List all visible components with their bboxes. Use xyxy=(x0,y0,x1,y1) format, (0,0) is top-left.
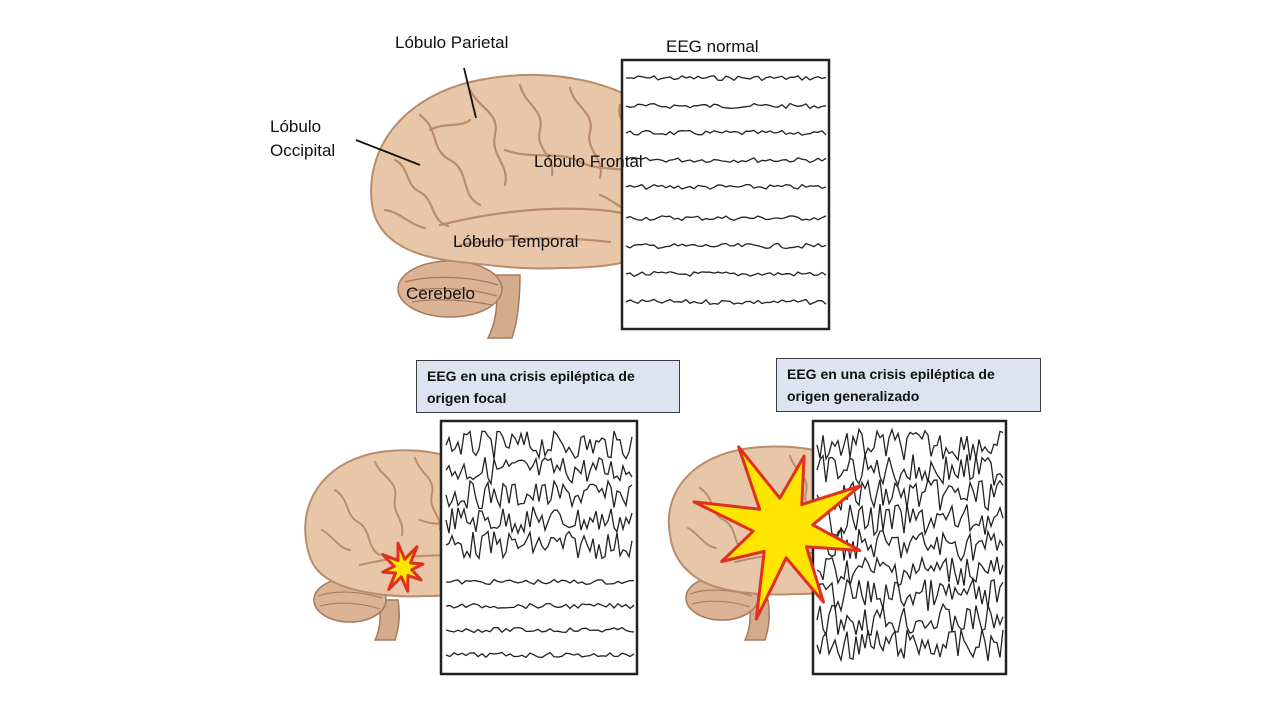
eeg-normal-trace xyxy=(625,102,827,110)
eeg-normal-trace xyxy=(625,156,827,164)
eeg-focal-trace-normal xyxy=(445,578,634,585)
label-parietal-lobe: Lóbulo Parietal xyxy=(395,33,509,52)
eeg-normal-trace xyxy=(625,270,827,278)
generalized-caption-line1: EEG en una crisis epiléptica de xyxy=(787,366,995,382)
eeg-focal-trace-normal xyxy=(445,626,635,634)
generalized-caption-box: EEG en una crisis epiléptica de origen g… xyxy=(776,358,1041,412)
occipital-pointer xyxy=(355,139,421,166)
eeg-generalized-trace xyxy=(816,453,1004,487)
eeg-generalized-trace xyxy=(816,629,1004,663)
eeg-focal-trace-normal xyxy=(445,602,635,610)
seizure-star-shape xyxy=(381,541,425,593)
eeg-normal-title: EEG normal xyxy=(666,37,759,56)
eeg-focal-trace-spike xyxy=(445,506,633,536)
eeg-normal-panel xyxy=(620,58,831,331)
seizure-star-shape xyxy=(692,445,862,621)
eeg-focal-trace-normal xyxy=(445,651,635,659)
eeg-normal-trace xyxy=(626,75,827,82)
eeg-generalized-trace xyxy=(816,602,1004,638)
focal-seizure-star-icon xyxy=(381,541,425,593)
generalized-seizure-star-icon xyxy=(692,445,862,621)
focal-caption-line1: EEG en una crisis epiléptica de xyxy=(427,368,635,384)
eeg-focal-panel xyxy=(439,419,639,676)
parietal-pointer xyxy=(463,67,477,119)
eeg-normal-traces xyxy=(625,75,827,306)
eeg-normal-trace xyxy=(625,129,827,136)
eeg-normal-trace xyxy=(625,183,827,191)
focal-caption-box: EEG en una crisis epiléptica de origen f… xyxy=(416,360,680,413)
eeg-generalized-trace xyxy=(816,503,1004,537)
generalized-caption-line2: origen generalizado xyxy=(787,388,920,404)
eeg-normal-trace xyxy=(625,215,827,222)
eeg-generalized-panel xyxy=(811,419,1008,676)
label-cerebellum: Cerebelo xyxy=(406,284,475,303)
eeg-normal-trace xyxy=(625,298,827,306)
eeg-generalized-trace xyxy=(816,427,1004,462)
focal-caption-line2: origen focal xyxy=(427,390,507,406)
label-occipital-lobe-line1: Lóbulo xyxy=(270,117,322,136)
label-occipital-lobe-line2: Occipital xyxy=(270,141,336,160)
eeg-focal-traces xyxy=(445,429,635,659)
eeg-focal-trace-spike xyxy=(445,479,633,510)
label-frontal-lobe: Lóbulo Frontal xyxy=(534,152,643,171)
eeg-normal-trace xyxy=(625,242,827,250)
eeg-generalized-trace xyxy=(816,555,1004,587)
eeg-focal-trace-spike xyxy=(445,456,633,486)
eeg-focal-trace-spike xyxy=(445,429,633,460)
eeg-generalized-trace xyxy=(816,576,1004,614)
eeg-focal-trace-spike xyxy=(445,529,633,560)
label-temporal-lobe: Lóbulo Temporal xyxy=(453,232,579,251)
